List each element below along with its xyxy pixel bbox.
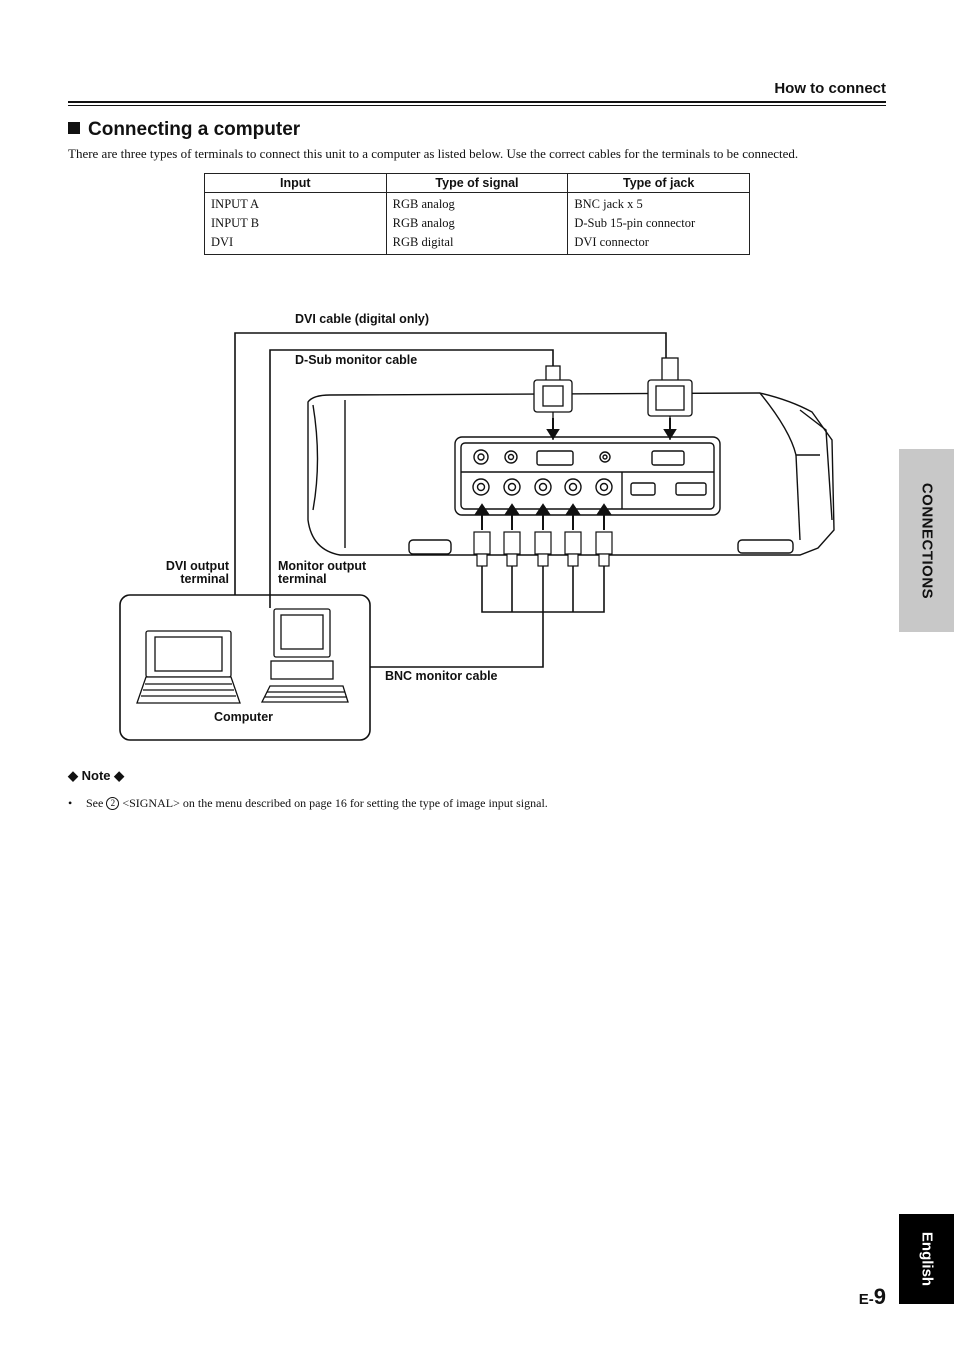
running-header: How to connect [774, 80, 886, 97]
table-row: INPUT A RGB analog BNC jack x 5 [204, 192, 750, 214]
table-cell: DVI connector [567, 233, 750, 255]
section-title: Connecting a computer [68, 119, 300, 141]
page-number: E-9 [859, 1284, 886, 1310]
side-tab-english-label: English [918, 1231, 935, 1287]
dvi-output-label-line2: terminal [180, 572, 229, 586]
table-row: DVI RGB digital DVI connector [204, 233, 750, 255]
table-cell: RGB analog [385, 192, 569, 214]
bnc-cable-label: BNC monitor cable [385, 669, 498, 683]
header-rule-thin [68, 105, 886, 106]
note-text-pre: See [86, 796, 104, 810]
side-tab-english: English [899, 1214, 954, 1304]
computer-label: Computer [214, 710, 274, 724]
computer-box [119, 594, 371, 741]
table-cell: INPUT A [204, 192, 387, 214]
page-prefix: E- [858, 1291, 874, 1308]
table-cell: DVI [204, 233, 387, 255]
desktop-computer-icon [260, 608, 349, 703]
table-cell: RGB analog [385, 214, 569, 233]
dsub-plug-icon [533, 365, 573, 440]
table-cell: RGB digital [385, 233, 569, 255]
table-row: INPUT B RGB analog D-Sub 15-pin connecto… [204, 214, 750, 233]
bnc-plug-icon [473, 531, 613, 567]
monitor-output-label-line2: terminal [278, 572, 327, 586]
dvi-cable-label: DVI cable (digital only) [295, 312, 430, 326]
side-tab-connections: CONNECTIONS [899, 449, 954, 632]
bullet: • [68, 796, 73, 810]
header-rule-thick [68, 101, 886, 103]
dvi-output-label-line1: DVI output [165, 559, 229, 573]
side-tab-connections-label: CONNECTIONS [918, 482, 935, 599]
dvi-cable-line [234, 332, 667, 595]
laptop-icon [136, 630, 241, 704]
dsub-cable-line [269, 349, 554, 608]
table-cell: D-Sub 15-pin connector [567, 214, 750, 233]
note-heading: ◆ Note ◆ [68, 768, 125, 783]
page-number-value: 9 [873, 1284, 886, 1309]
table-header-row: Input Type of signal Type of jack [204, 173, 750, 193]
signal-table: Input Type of signal Type of jack INPUT … [204, 173, 750, 255]
table-cell: BNC jack x 5 [567, 192, 750, 214]
note-text-post: <SIGNAL> on the menu described on page 1… [122, 796, 548, 810]
circled-number: 2 [106, 797, 120, 810]
bnc-cable-line [370, 612, 544, 668]
monitor-output-label-line1: Monitor output [278, 559, 367, 573]
dsub-cable-label: D-Sub monitor cable [295, 353, 418, 367]
square-bullet-icon [68, 122, 80, 134]
dvi-plug-icon [647, 357, 693, 440]
note-item: • See 2 <SIGNAL> on the menu described on… [68, 796, 548, 811]
intro-paragraph: There are three types of terminals to co… [68, 146, 799, 161]
note-title-text: Note [81, 768, 111, 783]
projector-unit [307, 392, 835, 556]
col-header-jack: Type of jack [567, 173, 750, 193]
up-arrow-icon [474, 418, 677, 530]
col-header-input: Input [204, 173, 387, 193]
section-title-text: Connecting a computer [88, 119, 301, 140]
